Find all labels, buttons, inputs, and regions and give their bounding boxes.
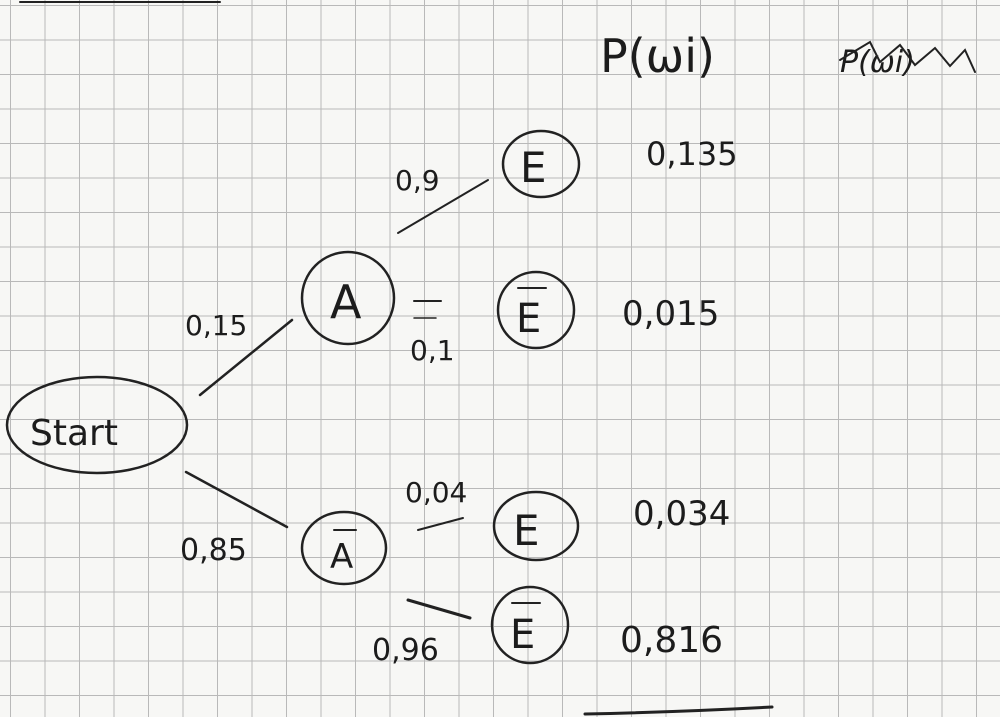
outcome-a-e-bar: 0,015 xyxy=(622,294,719,334)
crossed-out-header: P(ωi) xyxy=(839,40,976,80)
sum-underline xyxy=(583,705,774,716)
start-node-label: Start xyxy=(30,413,118,454)
edge-a-bar-e-label: 0,04 xyxy=(405,476,467,509)
crossed-header-text: P(ωi) xyxy=(840,45,915,80)
probability-header: P(ωi) xyxy=(600,29,715,83)
node-e2-outline xyxy=(492,490,580,562)
outcome-a-bar-e: 0,034 xyxy=(633,494,730,534)
edge-a-bar-e xyxy=(417,517,464,531)
node-a-outline xyxy=(300,250,396,346)
edge-a-bar-e-bar xyxy=(406,598,472,620)
edge-start-a-bar-label: 0,85 xyxy=(180,533,247,568)
edge-start-a-bar xyxy=(184,470,289,529)
edge-a-e xyxy=(397,179,489,234)
scribble-strike xyxy=(839,40,976,73)
node-e1-outline xyxy=(501,129,581,199)
node-e1-label: E xyxy=(520,143,547,192)
node-e1-bar-label: E xyxy=(516,296,541,342)
outcome-a-e: 0,135 xyxy=(646,135,738,173)
node-a-bar-label: A xyxy=(330,537,353,577)
node-e2-label: E xyxy=(513,506,540,555)
edge-start-a-label: 0,15 xyxy=(185,309,247,342)
edge-start-a xyxy=(198,318,294,397)
node-e1-bar-outline xyxy=(496,270,576,350)
node-e2-bar-outline xyxy=(490,585,570,665)
edge-a-e-label: 0,9 xyxy=(395,164,440,197)
edge-a-bar-e-bar-label: 0,96 xyxy=(372,633,439,668)
node-e2-bar-label: E xyxy=(510,612,535,658)
edge-a-e-bar-label: 0,1 xyxy=(410,334,455,367)
start-node-outline xyxy=(5,375,189,475)
node-a-bar-outline xyxy=(300,510,388,586)
node-a-label: A xyxy=(330,275,362,329)
outcome-a-bar-e-bar: 0,816 xyxy=(620,620,723,661)
